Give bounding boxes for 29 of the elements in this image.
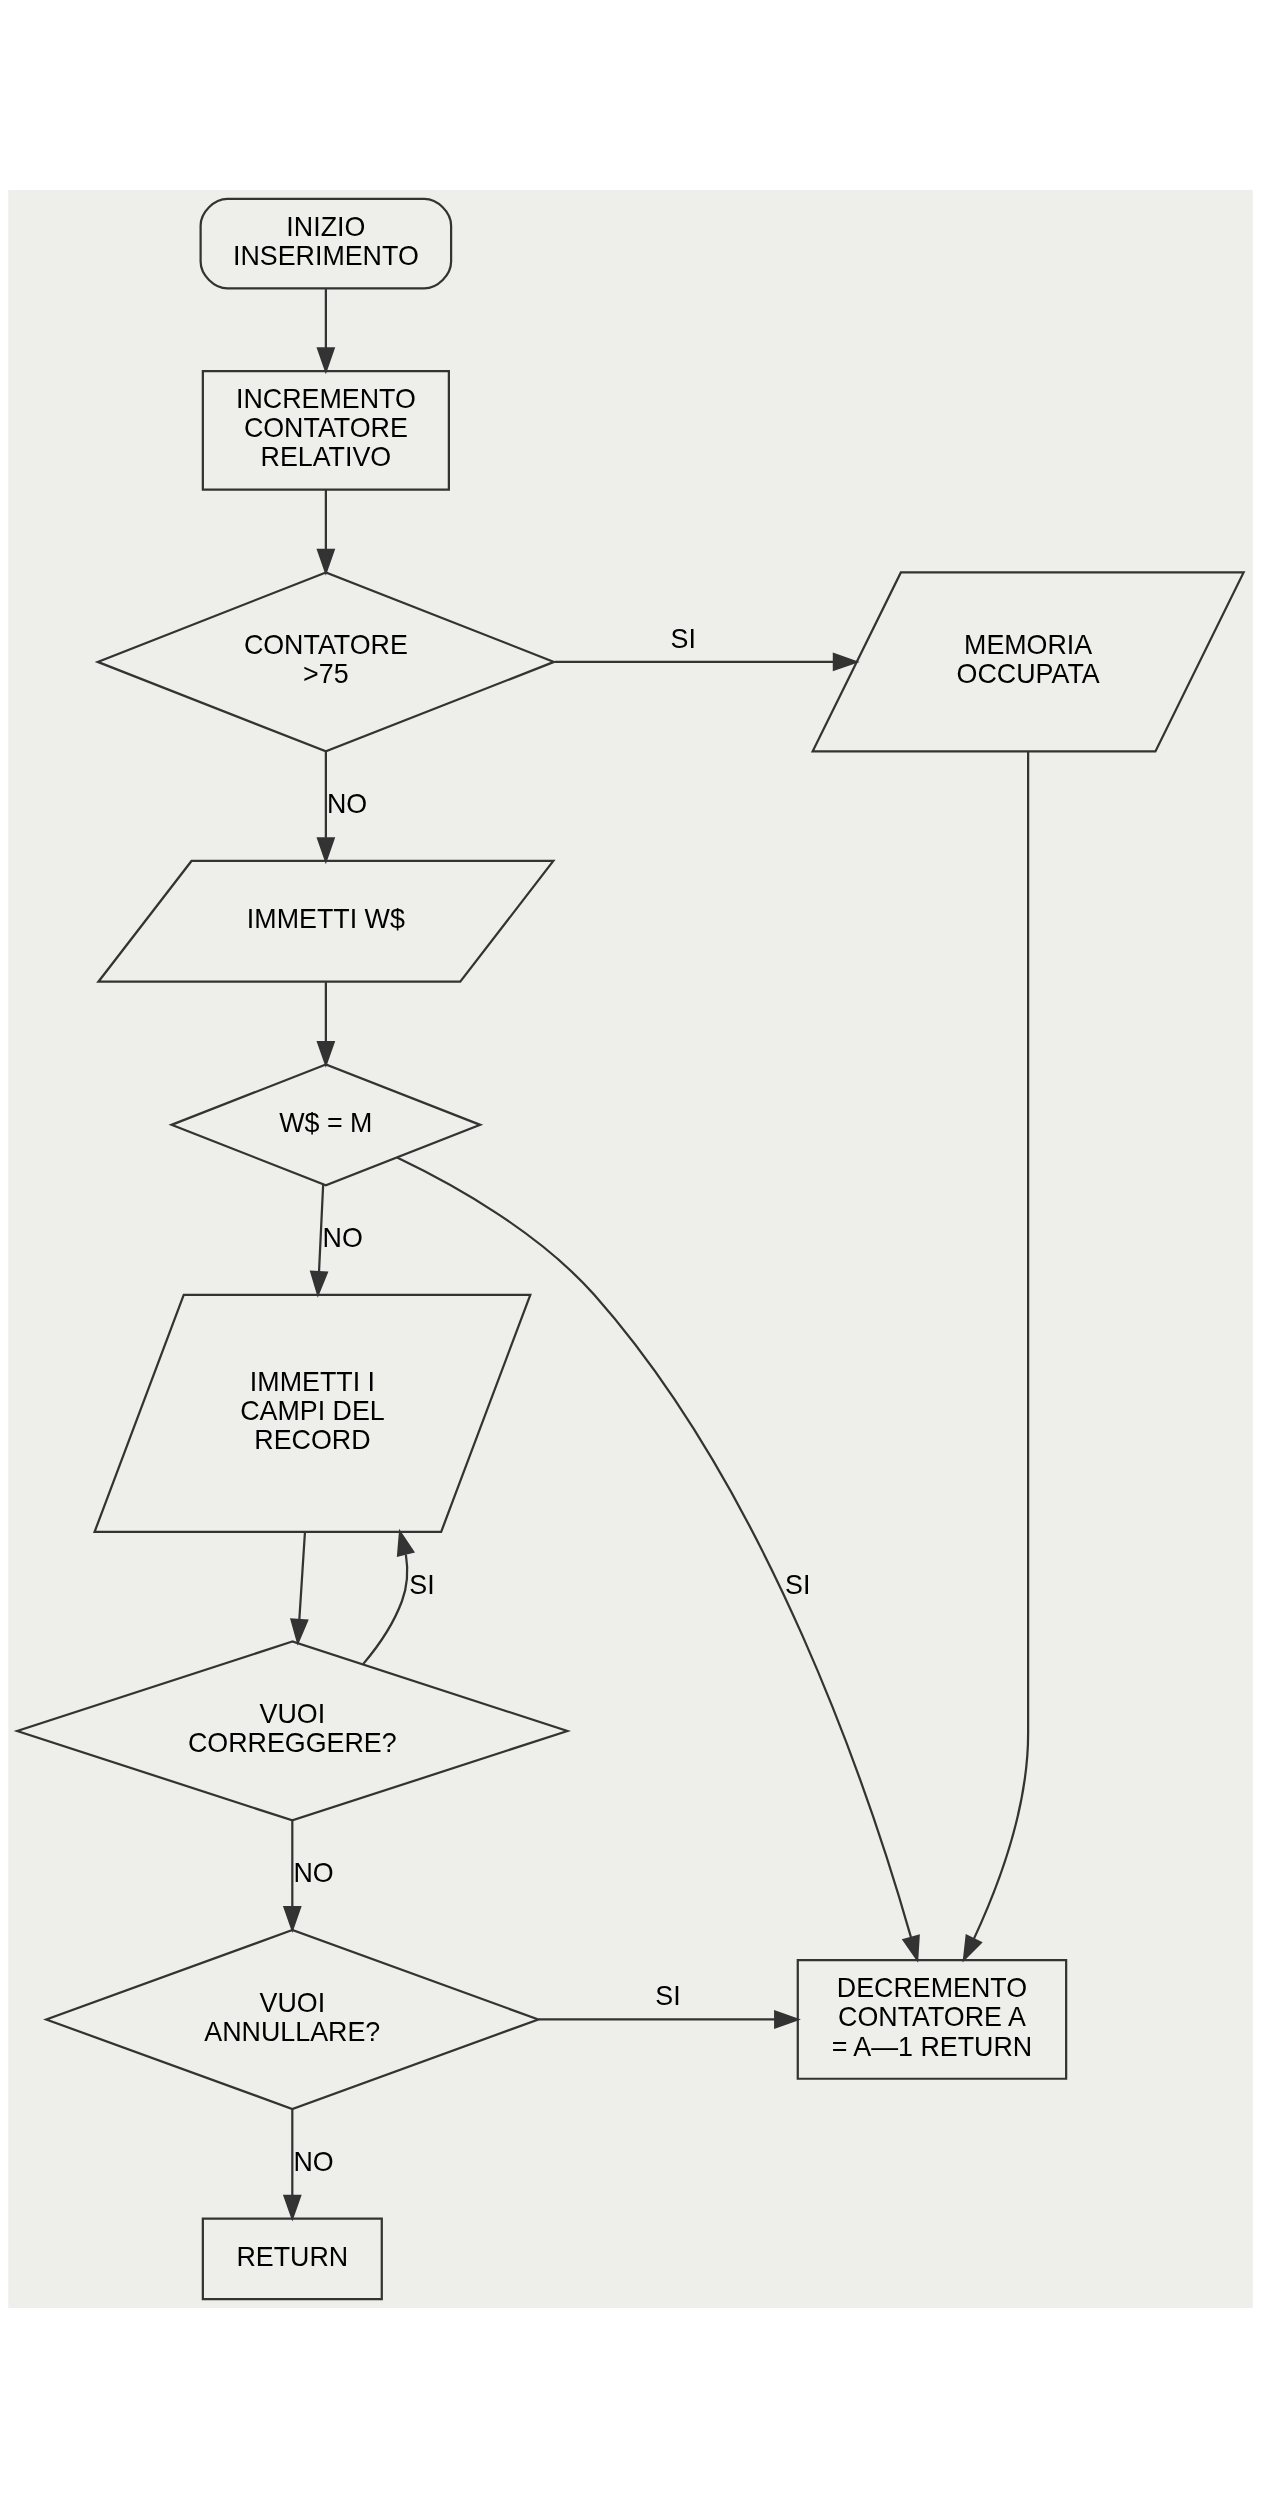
arrow (396, 1156, 920, 1963)
arrow (316, 982, 336, 1068)
node-diamond: W$ = M (168, 1063, 484, 1187)
edge-label: SI (409, 1569, 435, 1600)
node-diamond: VUOI ANNULLARE? (43, 1928, 542, 2111)
arrow (316, 289, 336, 375)
node-box: INCREMENTO CONTATORE RELATIVO (201, 370, 450, 491)
arrow (282, 1820, 302, 1933)
edge-label: NO (293, 1858, 334, 1889)
edge-label: NO (293, 2146, 334, 2177)
arrow (362, 1528, 415, 1665)
node-diamond: VUOI CORREGGERE? (13, 1640, 572, 1822)
edge-label: NO (322, 1222, 363, 1253)
arrow (538, 2010, 801, 2029)
node-diamond: CONTATORE >75 (94, 571, 558, 753)
arrow (316, 751, 336, 865)
node-box: INIZIO INSERIMENTO (199, 197, 453, 290)
edge-label: SI (655, 1981, 681, 2012)
edge-label: NO (326, 789, 368, 820)
node-box: RETURN (201, 2217, 383, 2301)
arrow (316, 489, 336, 576)
edge-label: SI (785, 1569, 811, 1600)
node-box: DECREMENTO CONTATORE A = A—1 RETURN (796, 1959, 1068, 2080)
arrow (282, 2109, 302, 2222)
arrow (962, 751, 1030, 1963)
edge-label: SI (670, 623, 696, 654)
arrow (290, 1532, 309, 1646)
arrow (554, 652, 860, 672)
arrow (309, 1184, 329, 1298)
